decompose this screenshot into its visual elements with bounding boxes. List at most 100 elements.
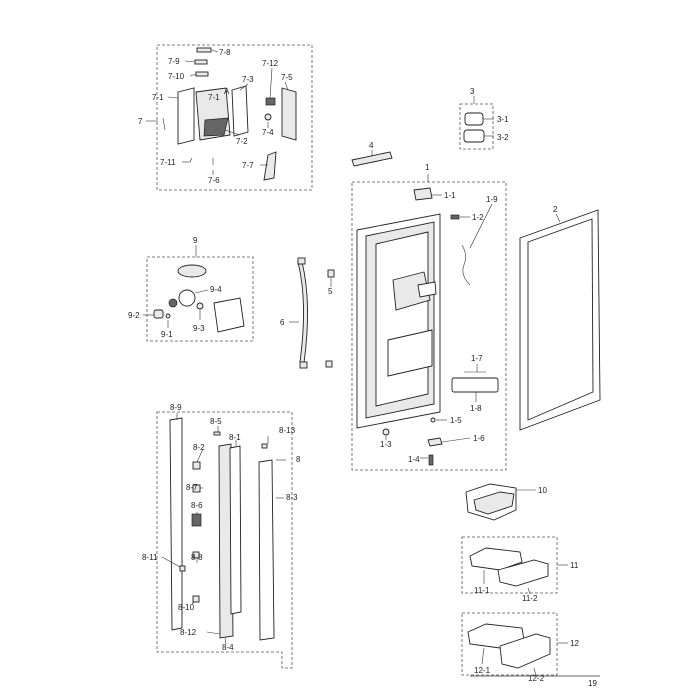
callout-8-4: 8-4 [222, 643, 234, 652]
callout-12: 12 [570, 639, 579, 648]
door-inner-panel [375, 231, 429, 407]
group-1-door-assembly [351, 174, 507, 471]
callout-8: 8 [296, 455, 301, 464]
dispenser-housing [392, 271, 431, 311]
part-7-12 [265, 97, 276, 106]
part-9-motor [213, 297, 245, 333]
group-12-boundary [461, 612, 558, 676]
part-3-1 [464, 112, 484, 126]
part-5 [327, 269, 335, 278]
callout-8-10: 8-10 [178, 603, 195, 612]
part-1-4 [428, 454, 434, 466]
group-7-assembly [146, 44, 313, 191]
part-6-hinge-cover [297, 261, 309, 364]
callout-10: 10 [538, 486, 547, 495]
part-11-2 [497, 559, 549, 587]
callout-7-12: 7-12 [262, 59, 279, 68]
part-8-6 [191, 513, 202, 527]
group-3-boundary [459, 103, 494, 150]
callout-1-5: 1-5 [450, 416, 462, 425]
callout-7-6: 7-6 [208, 176, 220, 185]
group-11-shelves [461, 536, 568, 595]
part-7-7 [263, 151, 277, 181]
part-8-1 [229, 445, 242, 615]
callout-7-5: 7-5 [281, 73, 293, 82]
callout-1: 1 [425, 163, 430, 172]
part-7-spring [162, 117, 166, 131]
part-11-1 [469, 547, 523, 571]
callout-a: A [224, 87, 230, 96]
part-7-3 [231, 85, 249, 137]
callout-12-2: 12-2 [528, 674, 545, 683]
part-8-4 [218, 443, 234, 639]
callout-5: 5 [328, 287, 333, 296]
part-4-handle-cap [351, 151, 393, 167]
part-1-3 [382, 428, 390, 436]
callout-3-2: 3-2 [497, 133, 509, 142]
part-1-9-harness [461, 244, 471, 286]
callout-9-4: 9-4 [210, 285, 222, 294]
part-7-4 [264, 113, 272, 121]
part-7-1-panel [177, 87, 195, 145]
callout-1-9: 1-9 [486, 195, 498, 204]
part-1-5 [430, 417, 436, 423]
part-3-2 [463, 129, 485, 143]
callout-7-2: 7-2 [236, 137, 248, 146]
group-9-boundary [146, 256, 254, 342]
part-9-gear [168, 298, 178, 308]
part-9-2 [153, 309, 164, 319]
part-8-9 [169, 417, 183, 631]
callout-12-1: 12-1 [474, 666, 491, 675]
callout-7-8: 7-8 [219, 48, 231, 57]
part-1-1 [413, 187, 433, 201]
callout-11: 11 [570, 561, 579, 570]
callout-7-1-right: 7-1 [208, 93, 220, 102]
callout-1-7: 1-7 [471, 354, 483, 363]
group-7-boundary [156, 44, 313, 191]
callout-7-3: 7-3 [242, 75, 254, 84]
callout-8-3: 8-3 [286, 493, 298, 502]
group-1-boundary [351, 181, 507, 471]
part-6-top-cap [297, 257, 306, 265]
group-12-shelves [461, 612, 568, 677]
callout-8-6: 8-6 [191, 501, 203, 510]
callout-2: 2 [553, 205, 558, 214]
part-6-bottom-cap [299, 361, 308, 369]
group-9-assembly [143, 245, 254, 342]
page-number: 19 [588, 679, 597, 688]
gasket-inner [527, 218, 594, 421]
callout-4: 4 [369, 141, 374, 150]
callout-7-11: 7-11 [160, 158, 176, 167]
callout-11-2: 11-2 [522, 594, 538, 603]
bin-10-inner [473, 491, 515, 515]
callout-8-7: 8-7 [186, 483, 198, 492]
callout-3: 3 [470, 87, 475, 96]
part-8-8 [192, 551, 200, 559]
callout-11-1: 11-1 [474, 586, 490, 595]
callout-8-5: 8-5 [210, 417, 222, 426]
dispenser-chute [417, 281, 437, 298]
callout-8-8: 8-8 [191, 553, 203, 562]
part-12-2 [499, 633, 551, 669]
part-7-11 [189, 157, 193, 163]
part-9-4 [178, 289, 196, 307]
group-8-assembly [156, 411, 293, 669]
part-9-1 [165, 313, 171, 319]
callout-9-3: 9-3 [193, 324, 205, 333]
callout-8-9: 8-9 [170, 403, 182, 412]
callout-1-3: 1-3 [380, 440, 392, 449]
part-8-13 [261, 443, 268, 449]
part-10-bin [465, 483, 536, 521]
callout-1-1: 1-1 [444, 191, 456, 200]
callout-1-8: 1-8 [470, 404, 482, 413]
callout-8-12: 8-12 [180, 628, 197, 637]
part-8-3 [258, 459, 275, 641]
part-5-lower [325, 360, 333, 368]
callout-8-2: 8-2 [193, 443, 205, 452]
callout-7: 7 [138, 117, 143, 126]
part-7-5 [281, 87, 297, 141]
part-8-10 [192, 595, 200, 603]
callout-7-4: 7-4 [262, 128, 274, 137]
part-9-3 [196, 302, 204, 310]
